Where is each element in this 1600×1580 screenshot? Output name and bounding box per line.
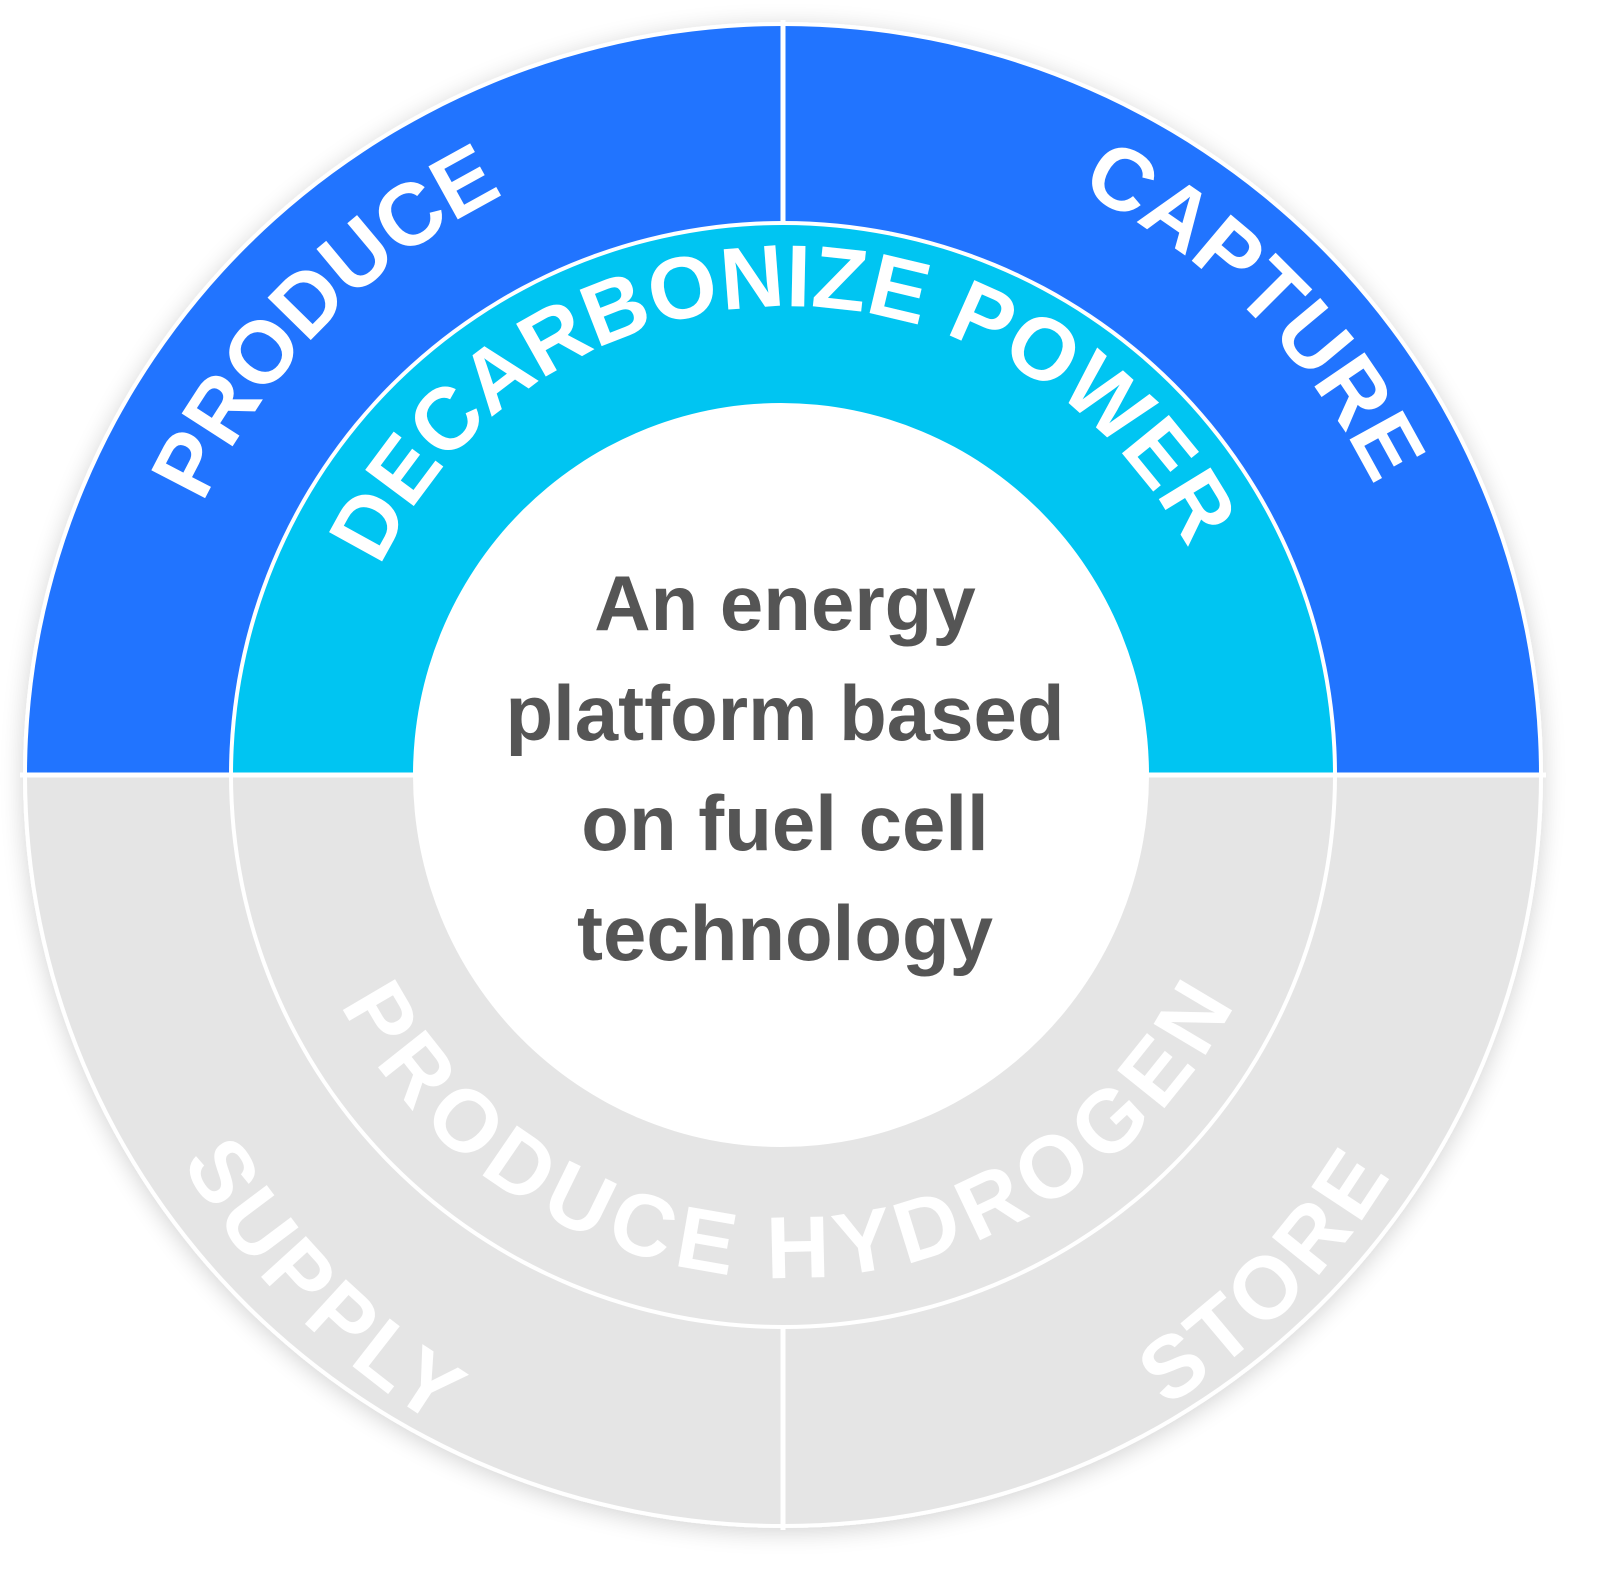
center-line-3: on fuel cell	[581, 779, 989, 867]
center-line-2: platform based	[505, 669, 1065, 757]
center-circle	[413, 403, 1149, 1147]
center-line-4: technology	[576, 889, 993, 977]
center-line-1: An energy	[594, 559, 976, 647]
center-description: An energy platform based on fuel cell te…	[440, 548, 1130, 988]
